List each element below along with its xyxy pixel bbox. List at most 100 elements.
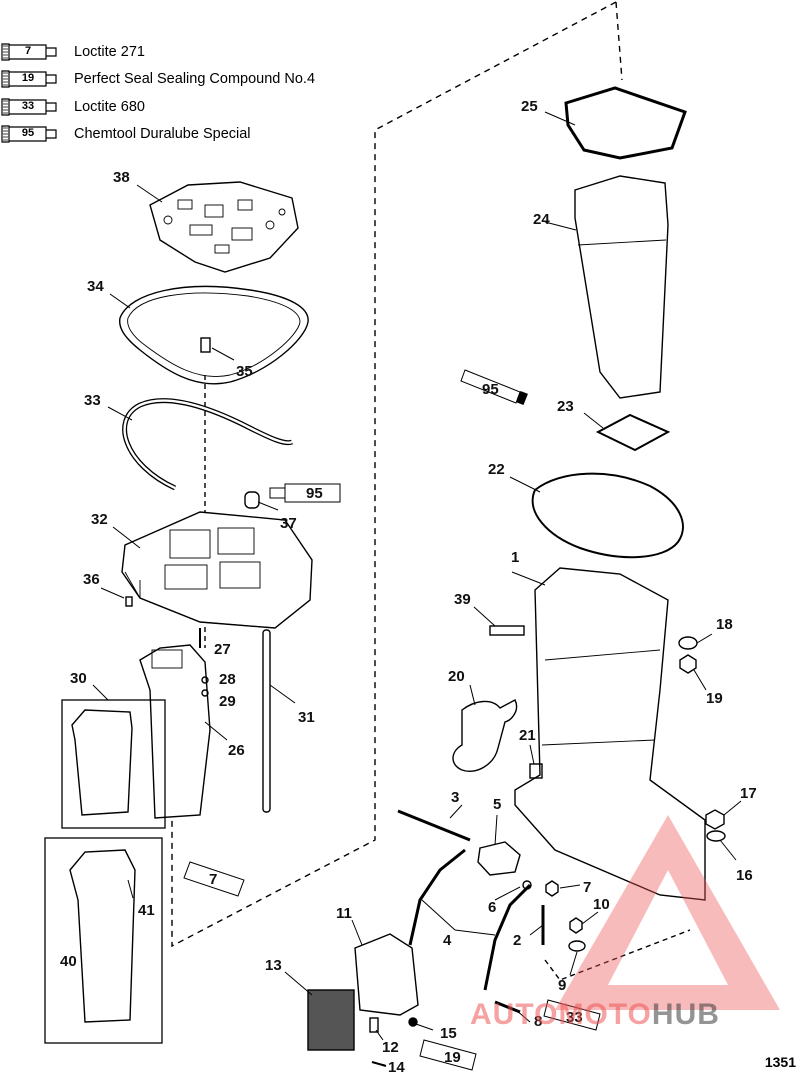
tube-7-label: 7 bbox=[209, 871, 217, 888]
part-28 bbox=[201, 676, 209, 684]
part-1-band-b bbox=[541, 739, 656, 746]
legend-row: 33 Loctite 680 bbox=[0, 93, 360, 121]
watermark-part-a: AUTOMOTO bbox=[470, 998, 652, 1031]
tube-icon: 33 bbox=[0, 98, 60, 116]
callout-15: 15 bbox=[440, 1025, 457, 1042]
watermark-part-b: HUB bbox=[651, 998, 720, 1031]
tube-7: 7 bbox=[183, 861, 245, 897]
part-33-seal-strip-inner bbox=[123, 399, 293, 490]
part-23-seal bbox=[595, 413, 671, 452]
callout-36: 36 bbox=[83, 571, 100, 588]
part-13-plate bbox=[307, 989, 355, 1051]
callout-35: 35 bbox=[236, 363, 253, 380]
callout-23: 23 bbox=[557, 398, 574, 415]
part-30 bbox=[71, 709, 133, 816]
part-38-holes bbox=[163, 199, 286, 254]
sealant-legend: 7 Loctite 271 19 Perfect Seal Sealing Co… bbox=[0, 38, 360, 148]
callout-6: 6 bbox=[488, 899, 496, 916]
watermark: AUTOMOTOHUB bbox=[470, 998, 720, 1032]
tube-icon: 19 bbox=[0, 70, 60, 88]
tube-icon: 95 bbox=[0, 125, 60, 143]
part-38-gasket bbox=[149, 181, 299, 273]
callout-5: 5 bbox=[493, 796, 501, 813]
legend-label: Loctite 271 bbox=[74, 43, 145, 60]
callout-29: 29 bbox=[219, 693, 236, 710]
part-16-washer bbox=[706, 830, 726, 842]
part-34-seal-inner bbox=[127, 292, 301, 377]
part-4-strap-a bbox=[408, 848, 466, 946]
part-3-bolt bbox=[397, 809, 471, 842]
dashed-outline bbox=[171, 1, 617, 948]
tube-33: 33 bbox=[543, 999, 601, 1031]
callout-16: 16 bbox=[736, 867, 753, 884]
callout-4: 4 bbox=[443, 932, 452, 949]
legend-code: 33 bbox=[21, 99, 35, 112]
legend-row: 95 Chemtool Duralube Special bbox=[0, 121, 360, 149]
tube-95-upper: 95 bbox=[460, 369, 528, 406]
callout-37: 37 bbox=[280, 515, 297, 532]
legend-code: 7 bbox=[24, 44, 32, 57]
legend-code: 19 bbox=[21, 72, 35, 85]
callout-8: 8 bbox=[534, 1013, 542, 1030]
part-26-bracket bbox=[139, 644, 211, 819]
part-37-bushing bbox=[244, 491, 260, 509]
callout-34: 34 bbox=[87, 278, 104, 295]
callout-14: 14 bbox=[388, 1059, 405, 1076]
part-4-strap-b bbox=[483, 883, 532, 991]
part-17-nut bbox=[705, 809, 725, 830]
callout-25: 25 bbox=[521, 98, 538, 115]
callout-41: 41 bbox=[138, 902, 155, 919]
callout-numbers: 1 2 3 4 5 6 7 8 9 10 11 12 13 14 15 16 1… bbox=[60, 98, 757, 1076]
part-32-details bbox=[124, 527, 311, 629]
part-26-top bbox=[151, 649, 183, 669]
part-15 bbox=[408, 1017, 418, 1027]
tube-19-label: 19 bbox=[444, 1049, 461, 1066]
part-33-seal-strip bbox=[122, 398, 293, 491]
callout-13: 13 bbox=[265, 957, 282, 974]
legend-row: 7 Loctite 271 bbox=[0, 38, 360, 66]
tube-19: 19 bbox=[419, 1039, 477, 1071]
inset-box-30 bbox=[61, 699, 166, 829]
callout-3: 3 bbox=[451, 789, 459, 806]
callout-18: 18 bbox=[716, 616, 733, 633]
legend-label: Loctite 680 bbox=[74, 98, 145, 115]
leader-lines bbox=[92, 111, 742, 1066]
callout-26: 26 bbox=[228, 742, 245, 759]
part-31-rod bbox=[262, 629, 271, 813]
callout-22: 22 bbox=[488, 461, 505, 478]
callout-24: 24 bbox=[533, 211, 550, 228]
part-6 bbox=[522, 880, 532, 890]
legend-row: 19 Perfect Seal Sealing Compound No.4 bbox=[0, 66, 360, 94]
part-22-gasket bbox=[531, 472, 684, 559]
tube-icon: 7 bbox=[0, 43, 60, 61]
callout-10: 10 bbox=[593, 896, 610, 913]
callout-21: 21 bbox=[519, 727, 536, 744]
part-35-screw bbox=[200, 337, 211, 353]
legend-code: 95 bbox=[21, 127, 35, 140]
part-24-band bbox=[577, 239, 667, 246]
tube-95-lower-label: 95 bbox=[306, 485, 323, 502]
callout-20: 20 bbox=[448, 668, 465, 685]
callout-31: 31 bbox=[298, 709, 315, 726]
part-5-mount bbox=[477, 841, 521, 876]
part-1-band-a bbox=[544, 649, 661, 661]
tube-95-upper-label: 95 bbox=[482, 381, 499, 398]
callout-2: 2 bbox=[513, 932, 521, 949]
callout-32: 32 bbox=[91, 511, 108, 528]
part-11-bracket bbox=[354, 933, 419, 1016]
callout-7: 7 bbox=[583, 879, 591, 896]
part-29 bbox=[201, 689, 209, 697]
part-9-washer bbox=[568, 940, 586, 952]
watermark-triangle bbox=[555, 815, 780, 1010]
callout-19: 19 bbox=[706, 690, 723, 707]
callout-38: 38 bbox=[113, 169, 130, 186]
part-25-gasket bbox=[564, 86, 687, 160]
part-24-housing bbox=[574, 175, 669, 399]
part-20-elbow bbox=[452, 699, 518, 772]
part-39 bbox=[489, 625, 525, 636]
part-1-driveshaft-housing bbox=[514, 567, 706, 901]
callout-27: 27 bbox=[214, 641, 231, 658]
part-7-nut bbox=[545, 880, 559, 897]
callout-30: 30 bbox=[70, 670, 87, 687]
